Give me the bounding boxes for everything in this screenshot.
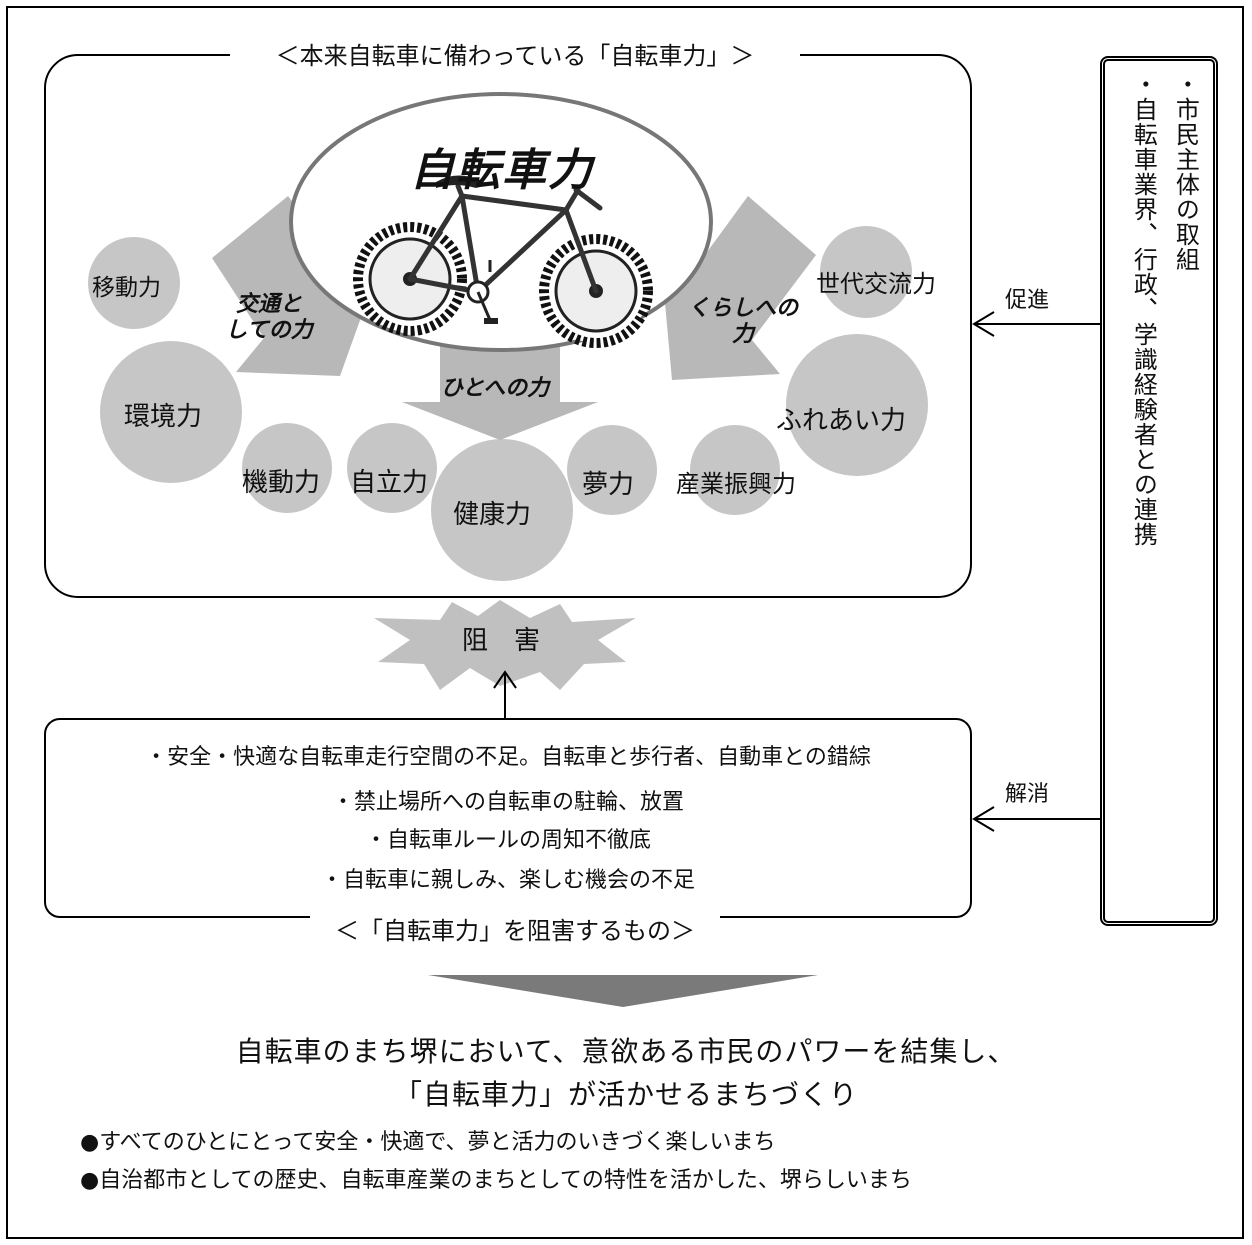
bubble-sedai <box>820 226 912 318</box>
bubble-kankyo <box>100 341 242 483</box>
arrow-left <box>212 196 378 376</box>
problem-2: ・禁止場所への自転車の駐輪、放置 <box>331 790 684 815</box>
arrow-label-left: 交通と しての力 <box>225 292 313 344</box>
vision-line-2: 「自転車力」が活かせるまちづくり <box>393 1078 858 1111</box>
power-sedai: 世代交流力 <box>816 270 936 298</box>
problem-4: ・自転車に親しみ、楽しむ機会の不足 <box>320 868 695 893</box>
bottom-caption: ＜「自転車力」を阻害するもの＞ <box>310 911 720 946</box>
center-title: 自転車力 <box>410 145 594 196</box>
power-yume: 夢力 <box>582 470 635 500</box>
power-fureai: ふれあい力 <box>776 406 907 436</box>
side-line-1: ・市民主体の取組 <box>1171 72 1200 272</box>
promote-label: 促進 <box>1005 288 1050 313</box>
arrow-up-head <box>493 670 517 689</box>
power-jiritsu: 自立力 <box>350 468 429 498</box>
bullet-2: ●自治都市としての歴史、自転車産業のまちとしての特性を活かした、堺らしいまち <box>80 1168 912 1193</box>
bubble-jiritsu <box>347 423 437 513</box>
problem-3: ・自転車ルールの周知不徹底 <box>364 828 651 853</box>
conclusion-arrow <box>428 975 818 1007</box>
bubble-sangyo <box>690 425 780 515</box>
promote-arrow-head <box>972 311 995 337</box>
bullet-1: ●すべてのひとにとって安全・快適で、夢と活力のいきづく楽しいまち <box>80 1130 776 1155</box>
obstacle-label: 阻 害 <box>462 626 541 656</box>
power-idou: 移動力 <box>92 275 161 301</box>
bicycle-icon <box>353 175 653 348</box>
resolve-arrow-head <box>972 806 995 832</box>
arrow-right <box>662 196 816 380</box>
bubble-fureai <box>786 334 928 476</box>
outer-frame <box>6 6 1244 1239</box>
problem-1: ・安全・快適な自転車走行空間の不足。自転車と歩行者、自動車との錯綜 <box>145 745 871 770</box>
bubble-kidou <box>242 423 332 513</box>
bubble-idou <box>88 237 180 329</box>
bubble-yume <box>567 425 657 515</box>
obstacle-burst <box>374 600 636 690</box>
resolve-label: 解消 <box>1005 782 1050 807</box>
power-sangyo: 産業振興力 <box>676 470 796 498</box>
side-actors-box <box>1100 56 1218 926</box>
side-line-2: ・自転車業界、行政、学識経験者との連携 <box>1129 72 1158 547</box>
center-ellipse <box>289 92 713 352</box>
bubble-kenko <box>431 439 573 581</box>
top-caption: ＜本来自転車に備わっている「自転車力」＞ <box>230 36 800 71</box>
power-kidou: 機動力 <box>242 468 321 498</box>
arrow-label-down: ひとへの力 <box>440 376 550 401</box>
vision-line-1: 自転車のまち堺において、意欲ある市民のパワーを結集し、 <box>235 1035 1017 1068</box>
power-kenko: 健康力 <box>453 500 532 530</box>
power-kankyo: 環境力 <box>124 402 203 432</box>
arrow-label-right: くらしへの 力 <box>687 296 798 348</box>
